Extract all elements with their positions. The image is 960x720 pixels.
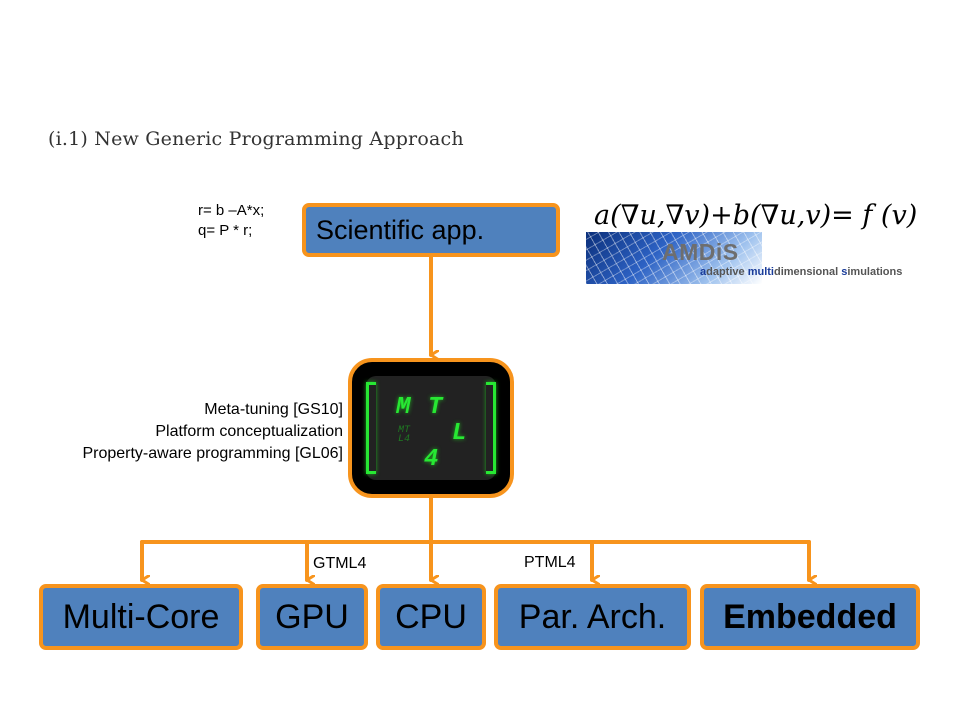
mtl4-mini-mark: MT L4 <box>398 425 411 445</box>
tagline-segment: mensional <box>783 266 842 278</box>
mtl4-screen <box>366 376 496 480</box>
tagline-segment: multi <box>747 266 774 278</box>
tagline-segment: daptive <box>706 266 748 278</box>
tagline-segment: di <box>773 266 784 278</box>
reference-item: Meta-tuning [GS10] <box>204 401 343 418</box>
mtl4-letter: M <box>396 394 411 421</box>
target-multi-core: Multi-Core <box>39 584 243 650</box>
amdis-tagline: adaptive multidimensional simulations <box>700 266 902 278</box>
code-line: q= P * r; <box>198 222 253 239</box>
target-embedded: Embedded <box>700 584 920 650</box>
gtml4-label: GTML4 <box>313 555 367 572</box>
mtl4-logo: M T L 4 MT L4 <box>348 358 514 498</box>
amdis-logo-text: AMDiS <box>662 239 739 265</box>
mtl4-letter: L <box>452 420 467 447</box>
mtl4-bracket-right <box>486 382 496 474</box>
formula: a(∇u,∇v)+b(∇u,v)= f (v) <box>594 200 918 231</box>
mtl4-letter: 4 <box>424 446 439 473</box>
amdis-logo-image <box>586 232 762 284</box>
code-line: r= b –A*x; <box>198 202 265 219</box>
scientific-app-box: Scientific app. <box>302 203 560 257</box>
mtl4-letter: T <box>428 394 443 421</box>
target-cpu: CPU <box>376 584 486 650</box>
references-list: Meta-tuning [GS10] Platform conceptualiz… <box>82 399 343 465</box>
tagline-segment: a <box>700 266 707 278</box>
reference-item: Property-aware programming [GL06] <box>82 445 343 462</box>
slide-title: (i.1) New Generic Programming Approach <box>48 128 464 150</box>
target-gpu: GPU <box>256 584 368 650</box>
ptml4-label: PTML4 <box>524 554 576 571</box>
tagline-segment: imulations <box>847 266 903 278</box>
amdis-tagline-text: adaptive multidimensional simulations <box>700 266 902 278</box>
mtl4-bracket-left <box>366 382 376 474</box>
tagline-segment: s <box>841 266 848 278</box>
code-snippet: r= b –A*x; q= P * r; <box>198 201 264 241</box>
reference-item: Platform conceptualization <box>155 423 343 440</box>
target-par-arch: Par. Arch. <box>494 584 691 650</box>
